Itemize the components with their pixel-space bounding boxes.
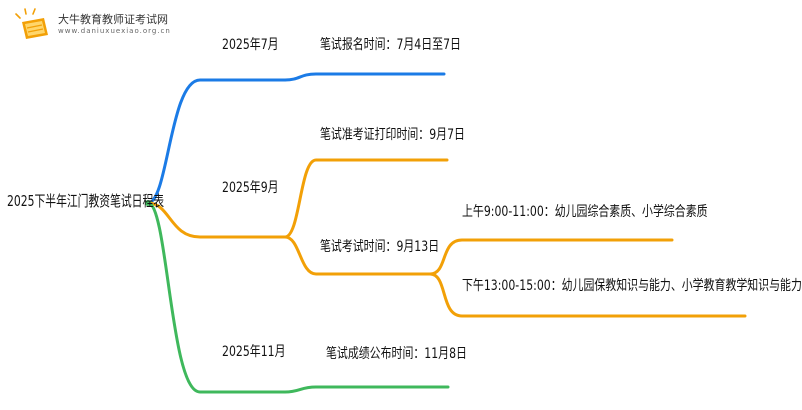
branch-july: 2025年7月 [222,37,279,53]
node-morning-session: 上午9:00-11:00：幼儿园综合素质、小学综合素质 [462,204,708,220]
node-exam-time: 笔试考试时间：9月13日 [320,239,440,255]
july-to-registration-connector [283,72,446,82]
branch-november: 2025年11月 [222,344,286,360]
mindmap-canvas: 大牛教育教师证考试网 www.daniuxuexiao.org.cn 2025下… [7,8,802,394]
september-to-admission-connector [283,158,449,239]
exam-to-morning-connector [428,238,674,276]
logo-name: 大牛教育教师证考试网 [58,13,168,26]
september-to-exam-connector [283,235,432,276]
book-icon [15,8,48,39]
node-results-time: 笔试成绩公布时间：11月8日 [326,346,467,362]
node-afternoon-session: 下午13:00-15:00：幼儿园保教知识与能力、小学教育教学知识与能力 [462,278,802,294]
root-to-july-connector [146,78,287,205]
root-to-september-connector [146,201,287,239]
branch-september: 2025年9月 [222,180,279,196]
exam-to-afternoon-connector [428,272,747,318]
logo-url: www.daniuxuexiao.org.cn [58,27,171,35]
root-to-november-connector [146,201,287,394]
node-admission-ticket-time: 笔试准考证打印时间：9月7日 [320,127,465,143]
mindmap-connectors [145,72,747,394]
november-to-results-connector [283,385,450,394]
node-registration-time: 笔试报名时间：7月4日至7日 [320,37,461,53]
root-junction-dot [145,200,151,206]
root-topic: 2025下半年江门教资笔试日程表 [7,192,165,210]
